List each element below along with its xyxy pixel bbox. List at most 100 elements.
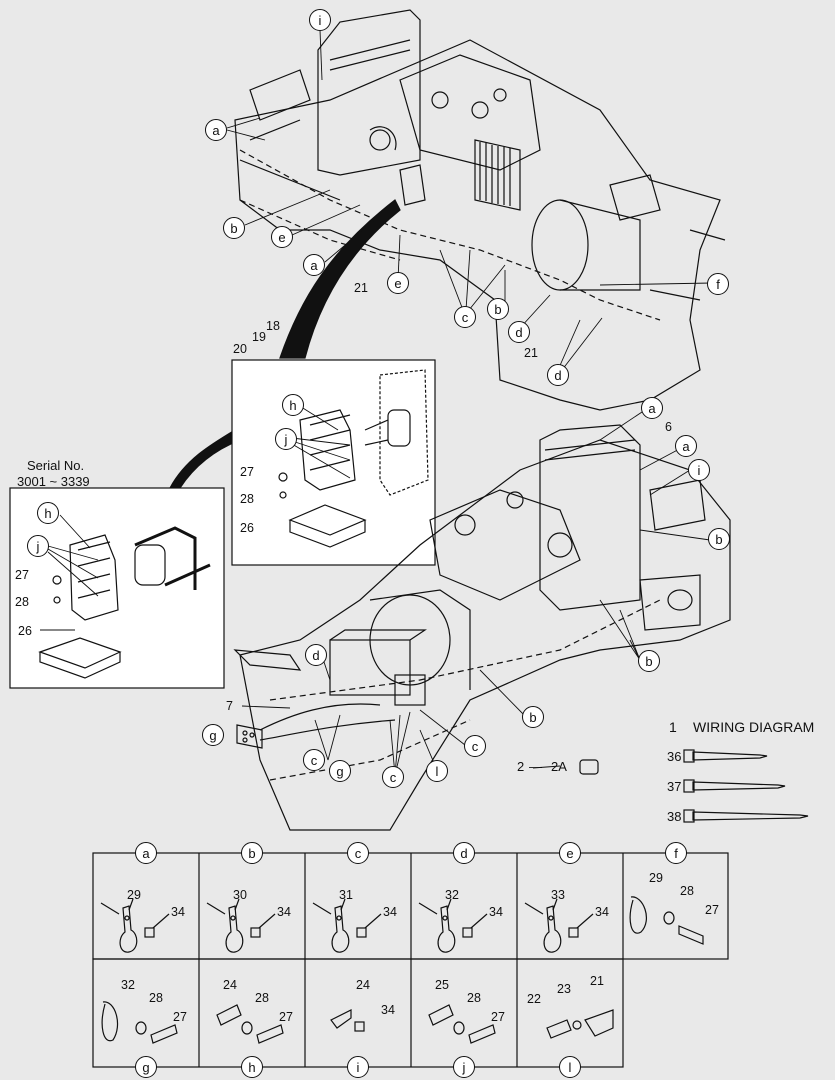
clamp-hole <box>230 915 236 921</box>
tie-38-label: 38 <box>667 809 682 824</box>
callout-a-lower: a <box>675 435 697 457</box>
table-nut-a: 34 <box>171 905 185 919</box>
table-nut-b: 34 <box>277 905 291 919</box>
table-part-h: 24 <box>223 978 237 992</box>
nut <box>568 927 579 938</box>
serial-range-label: 3001 ~ 3339 <box>17 474 90 489</box>
callout-j-inset: j <box>275 428 297 450</box>
bolt <box>468 1024 496 1044</box>
leader-lines <box>40 29 713 776</box>
upper-machine-drawing <box>234 9 726 411</box>
table-letter-e: e <box>559 842 581 864</box>
callout-a-lower-top: a <box>641 397 663 419</box>
callout-b-lower: b <box>522 706 544 728</box>
table-washer-l: 23 <box>557 982 571 996</box>
inset-detail-drawing <box>278 369 429 548</box>
callout-g-lower-2: g <box>329 760 351 782</box>
leader <box>100 902 120 915</box>
washer <box>572 1020 582 1030</box>
table-part-e: 33 <box>551 888 565 902</box>
table-nut-c: 34 <box>383 905 397 919</box>
bracket <box>584 1009 614 1037</box>
leader <box>206 902 226 915</box>
callout-i-top: i <box>309 9 331 31</box>
callout-d-lower: d <box>305 644 327 666</box>
part-2-dash: — <box>529 759 542 774</box>
nut <box>462 927 473 938</box>
callout-c-lower-right: c <box>464 735 486 757</box>
callout-a-top-left: a <box>205 119 227 141</box>
leader <box>364 913 382 929</box>
label-27-serial: 27 <box>15 568 29 582</box>
wiring-diagram-number: 1 <box>669 719 677 735</box>
label-28-serial: 28 <box>15 595 29 609</box>
p-clamp <box>543 905 562 953</box>
p-clamp <box>119 905 138 953</box>
callout-c-lower-left: c <box>303 749 325 771</box>
nut <box>250 927 261 938</box>
cable-ties <box>683 749 809 823</box>
clamp-hole <box>442 915 448 921</box>
bracket <box>216 1004 242 1026</box>
table-letter-c: c <box>347 842 369 864</box>
bolt <box>546 1019 572 1039</box>
lower-machine-drawing <box>233 424 731 831</box>
callout-d-top-right: d <box>547 364 569 386</box>
callout-d-top-mid: d <box>508 321 530 343</box>
p-clamp <box>437 905 456 953</box>
clamp-drawings-row1 <box>100 896 704 953</box>
part-2a-label: 2A <box>551 759 567 774</box>
table-part-i: 24 <box>356 978 370 992</box>
washer <box>663 911 675 925</box>
washer <box>453 1021 465 1035</box>
table-bracket-l: 21 <box>590 974 604 988</box>
label-26-serial: 26 <box>18 624 32 638</box>
nut <box>144 927 155 938</box>
callout-c-top: c <box>454 306 476 328</box>
callout-e-top-left: e <box>271 226 293 248</box>
bracket <box>428 1004 454 1026</box>
leader <box>524 902 544 915</box>
leader <box>576 913 594 929</box>
table-part-c: 31 <box>339 888 353 902</box>
table-letter-d: d <box>453 842 475 864</box>
leader <box>312 902 332 915</box>
bolt <box>256 1024 284 1044</box>
bolt <box>150 1024 178 1044</box>
label-28-inset: 28 <box>240 492 254 506</box>
callout-e-top-mid: e <box>387 272 409 294</box>
table-washer-g: 28 <box>149 991 163 1005</box>
tie-36-label: 36 <box>667 749 682 764</box>
p-clamp <box>101 1001 118 1042</box>
label-19: 19 <box>252 330 266 344</box>
table-part-a: 29 <box>127 888 141 902</box>
table-part-j: 25 <box>435 978 449 992</box>
nut <box>356 927 367 938</box>
clamp-hole <box>336 915 342 921</box>
callout-h-serial: h <box>37 502 59 524</box>
bracket <box>330 1009 352 1029</box>
table-letter-l: l <box>559 1056 581 1078</box>
leader <box>418 902 438 915</box>
table-letter-j: j <box>453 1056 475 1078</box>
washer <box>241 1021 253 1035</box>
table-nut-i: 34 <box>381 1003 395 1017</box>
callout-b-top-left: b <box>223 217 245 239</box>
clamp-hole <box>124 915 130 921</box>
callout-l-lower: l <box>426 760 448 782</box>
label-26-inset: 26 <box>240 521 254 535</box>
table-letter-a: a <box>135 842 157 864</box>
label-20: 20 <box>233 342 247 356</box>
wiring-diagram-label: WIRING DIAGRAM <box>693 719 815 735</box>
callout-b-lower-mid: b <box>638 650 660 672</box>
label-6: 6 <box>665 420 672 434</box>
washer <box>135 1021 147 1035</box>
label-7: 7 <box>226 699 233 713</box>
table-washer-h: 28 <box>255 991 269 1005</box>
table-washer-f: 28 <box>680 884 694 898</box>
label-21-right: 21 <box>524 346 538 360</box>
table-part-f: 29 <box>649 871 663 885</box>
table-part-d: 32 <box>445 888 459 902</box>
leader <box>470 913 488 929</box>
table-part-g: 32 <box>121 978 135 992</box>
